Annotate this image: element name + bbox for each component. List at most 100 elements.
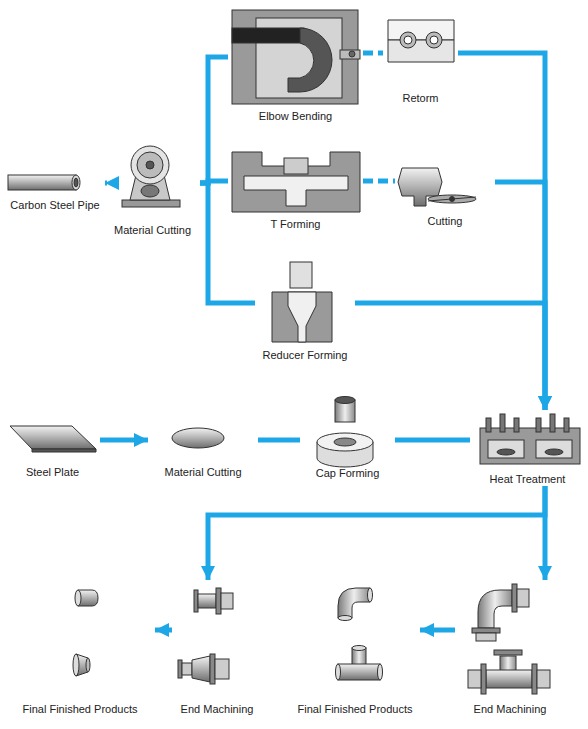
stage-caption: Final Finished Products	[20, 702, 141, 716]
stage-caption-line: Elbow Bending	[228, 109, 363, 123]
process-stage: Cap Forming	[300, 390, 395, 480]
stage-caption: Cap Forming	[313, 466, 383, 480]
retorm-die-figure-part	[426, 32, 442, 48]
flow-connector	[200, 183, 255, 303]
stage-caption: Reducer Forming	[260, 348, 351, 362]
machined-elbow-tee-figure-part	[486, 670, 532, 688]
elbow-bending-figure-part	[340, 50, 360, 59]
cap-reducer-products-figure-part	[73, 654, 79, 676]
steel-plate-figure-part	[32, 449, 96, 452]
stage-caption-line: Final Finished Products	[5, 702, 155, 716]
t-forming-figure-part	[244, 176, 348, 206]
process-stage: T Forming	[228, 145, 363, 231]
pipe-figure-part	[72, 175, 80, 190]
saw-figure-part	[146, 161, 154, 169]
stage-caption: Carbon Steel Pipe	[7, 198, 102, 212]
machined-cap-reducer-figure-part	[216, 588, 221, 614]
stage-caption-line: Cap Forming	[300, 466, 395, 480]
flow-connector	[208, 486, 545, 580]
flow-connector	[105, 181, 107, 186]
machined-cap-reducer-figure-part	[194, 590, 198, 612]
retorm-die-figure-part	[404, 36, 412, 44]
cutting-figure-part	[428, 195, 476, 203]
saw-figure	[122, 146, 180, 207]
elbow-tee-products-figure-part	[338, 616, 352, 621]
cap-forming-figure-part	[335, 397, 355, 404]
elbow-bending-figure	[232, 10, 360, 104]
blank-disc-figure-part	[172, 428, 224, 448]
stage-caption: Elbow Bending	[256, 109, 335, 123]
t-forming-figure-part	[284, 158, 308, 174]
flow-connector	[363, 51, 383, 56]
reducer-forming-figure-part	[272, 292, 332, 342]
process-stage: Material Cutting	[105, 143, 200, 237]
furnace-figure-part	[497, 449, 515, 455]
elbow-tee-products-figure-part	[378, 664, 383, 680]
process-stage: Reducer Forming	[255, 258, 355, 362]
machined-cap-reducer-figure-part	[178, 660, 182, 678]
steel-plate-figure-part	[10, 426, 96, 449]
stage-caption-line: Heat Treatment	[470, 472, 585, 486]
process-stage: Elbow Bending	[228, 5, 363, 123]
process-stage: Steel Plate	[5, 415, 100, 479]
stage-caption: End Machining	[471, 702, 550, 716]
flow-connector	[355, 303, 545, 410]
furnace-figure-part	[488, 440, 524, 458]
reducer-forming-figure	[272, 262, 332, 342]
machined-elbow-tee-figure-part	[468, 670, 481, 688]
cap-reducer-products-figure-part	[75, 590, 81, 606]
furnace-figure-part	[514, 418, 519, 432]
stage-caption-line: Cutting	[395, 214, 495, 228]
stage-caption-line: Material Cutting	[148, 465, 258, 479]
machined-elbow-tee-figure-part	[532, 664, 537, 694]
machined-elbow-tee-figure-part	[494, 650, 522, 655]
machined-elbow-tee-figure-part	[512, 584, 517, 612]
retorm-die-figure-part	[400, 32, 416, 48]
elbow-tee-products-figure-part	[352, 646, 366, 651]
machined-elbow-tee-figure-part	[481, 664, 486, 694]
cap-forming-figure-part	[334, 438, 356, 446]
elbow-bending-figure-part	[232, 28, 304, 43]
elbow-tee-products-figure-part	[336, 664, 341, 680]
flow-connector	[543, 486, 548, 580]
stage-caption: T Forming	[268, 217, 324, 231]
stage-caption: Steel Plate	[23, 465, 82, 479]
elbow-tee-products-figure-part	[338, 664, 380, 680]
machined-cap-reducer-figure-part	[210, 654, 215, 684]
machined-cap-reducer-figure-part	[182, 663, 192, 675]
process-stage: Heat Treatment	[470, 410, 585, 486]
stage-caption-line: End Machining	[455, 702, 565, 716]
elbow-tee-products-figure-part	[338, 588, 370, 618]
reducer-forming-figure-part	[288, 292, 316, 342]
machined-elbow-tee-figure-part	[517, 589, 529, 607]
stage-caption: Cutting	[425, 214, 466, 228]
process-stage: Carbon Steel Pipe	[3, 168, 107, 212]
furnace-figure-part	[536, 418, 541, 432]
cap-forming-figure	[317, 397, 373, 468]
furnace-figure-part	[480, 428, 580, 464]
cutting-figure	[398, 168, 476, 206]
stage-caption: Retorm	[399, 91, 441, 105]
stage-caption: Material Cutting	[161, 465, 244, 479]
furnace-figure-part	[536, 440, 572, 458]
process-stage: Material Cutting	[148, 415, 258, 479]
elbow-bending-figure-part	[349, 51, 355, 57]
t-forming-figure	[232, 152, 360, 212]
machined-cap-reducer-figure-part	[192, 656, 210, 682]
retorm-die-figure-part	[430, 36, 438, 44]
flow-connector	[155, 628, 172, 633]
blank-disc-figure	[172, 428, 224, 448]
pipe-figure	[8, 175, 80, 190]
retorm-die-figure	[388, 20, 454, 62]
saw-figure-part	[131, 146, 169, 184]
flow-connector	[363, 179, 395, 184]
steel-plate-figure	[10, 426, 96, 452]
machined-elbow-tee-figure	[468, 584, 550, 694]
process-stage: Retorm	[383, 15, 458, 105]
elbow-tee-products-figure	[336, 588, 383, 680]
furnace-figure-part	[545, 449, 563, 455]
process-stage: End Machining	[172, 580, 262, 716]
stage-caption-line: Retorm	[383, 91, 458, 105]
